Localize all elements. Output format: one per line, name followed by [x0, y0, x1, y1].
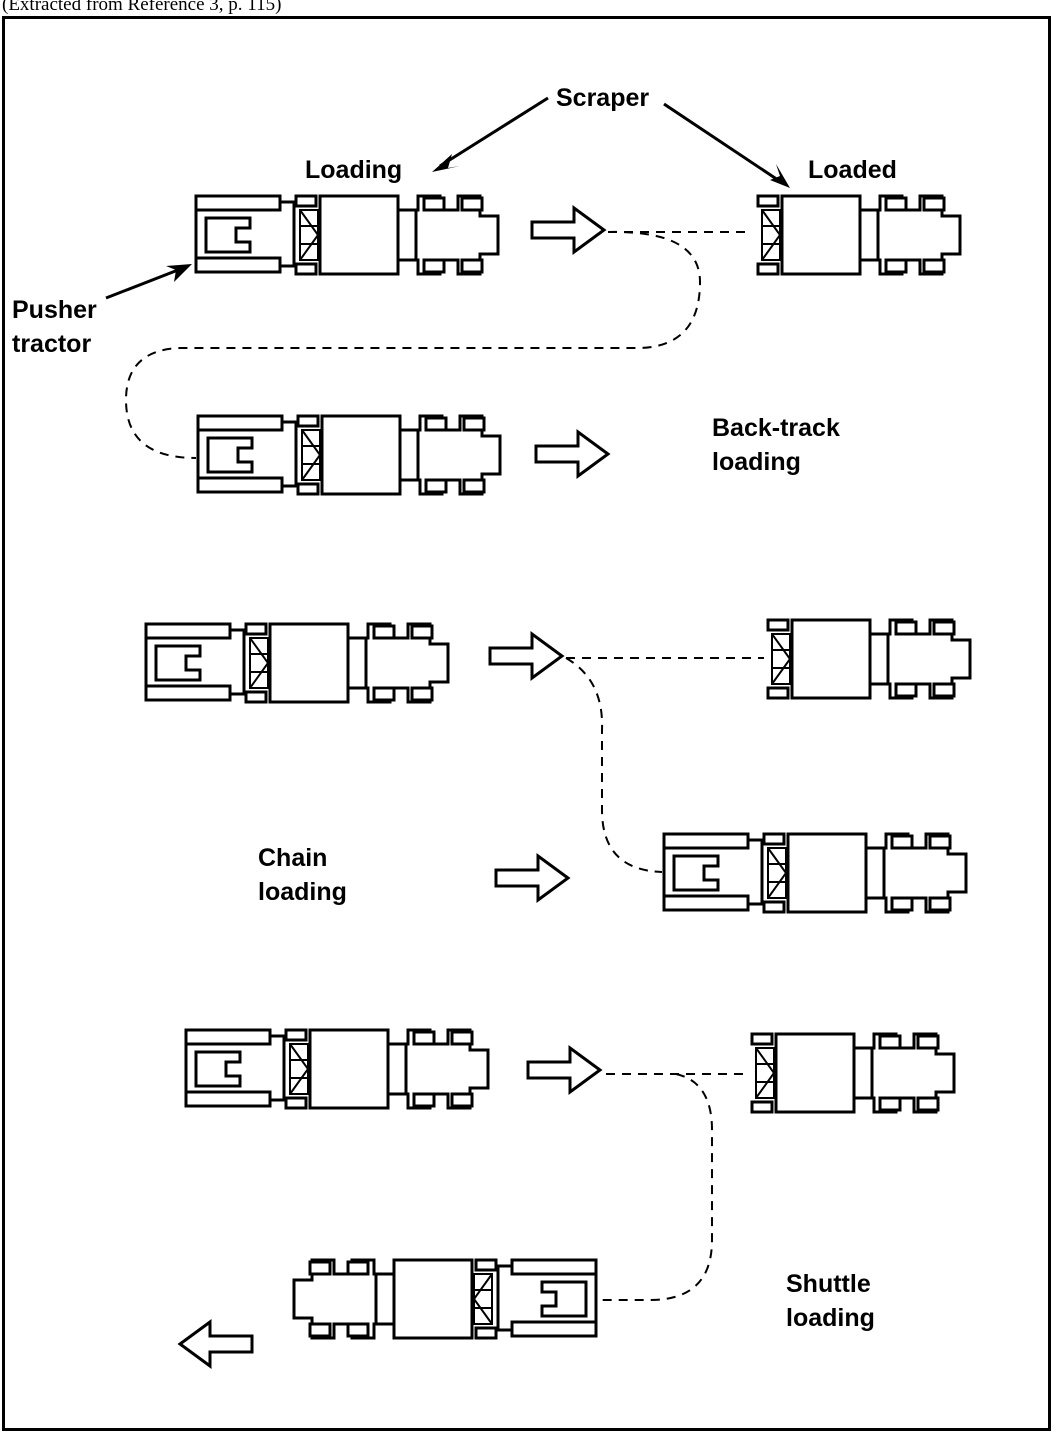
scraper-pointer-arrows: [105, 96, 790, 300]
shuttle-reversed-train: [294, 1260, 596, 1338]
backtrack-loading-group: Scraper Loading Loaded Pusher tractor Ba…: [12, 84, 960, 494]
chain-label-2: loading: [258, 878, 347, 906]
returning-tractor-train: [198, 416, 500, 494]
direction-arrow: [530, 206, 606, 254]
backtrack-label-2: loading: [712, 448, 801, 476]
chain-second-train: [664, 834, 966, 912]
chain-loading-group: Chain loading: [146, 620, 970, 912]
backtrack-label-1: Back-track: [712, 414, 840, 442]
tractor-label: tractor: [12, 330, 91, 358]
direction-arrow: [488, 632, 564, 680]
shuttle-path: [596, 1073, 748, 1301]
shuttle-first-train: [186, 1030, 488, 1108]
chain-first-train: [146, 624, 448, 702]
direction-arrow-left: [178, 1320, 254, 1368]
direction-arrow: [494, 854, 570, 902]
loading-scraper-train: [196, 196, 498, 274]
figure-caption: (Extracted from Reference 3, p. 115): [2, 0, 282, 15]
shuttle-loading-group: Shuttle loading: [178, 1030, 954, 1368]
loaded-scraper: [758, 196, 960, 274]
scraper-label: Scraper: [556, 84, 649, 112]
direction-arrow: [534, 430, 610, 478]
loaded-label: Loaded: [808, 156, 897, 184]
shuttle-loaded-scraper: [752, 1034, 954, 1112]
chain-path: [565, 657, 764, 873]
chain-label-1: Chain: [258, 844, 327, 872]
chain-loaded-scraper: [768, 620, 970, 698]
direction-arrow: [526, 1046, 602, 1094]
shuttle-label-1: Shuttle: [786, 1270, 871, 1298]
figure-frame: [2, 16, 1051, 1431]
shuttle-label-2: loading: [786, 1304, 875, 1332]
backtrack-path: [124, 230, 752, 459]
loading-label: Loading: [305, 156, 402, 184]
pusher-label: Pusher: [12, 296, 97, 324]
